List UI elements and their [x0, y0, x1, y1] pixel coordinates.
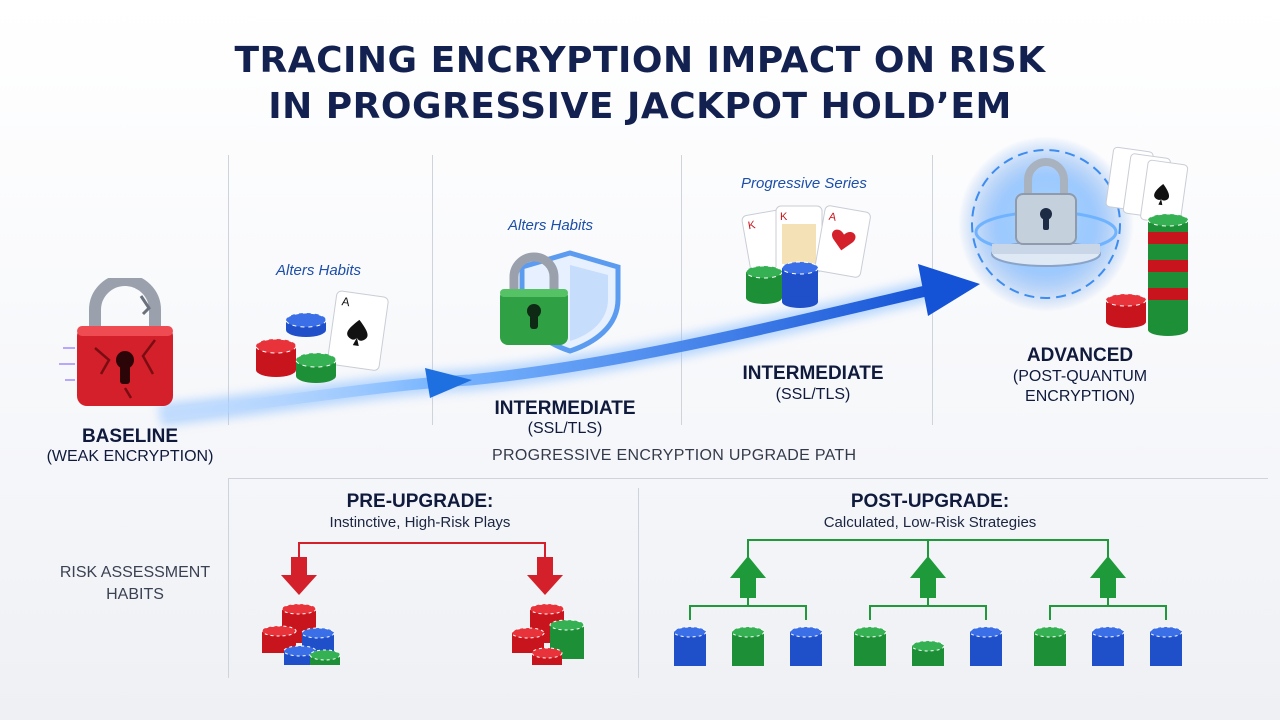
svg-text:K: K	[780, 211, 788, 223]
intermediate-2-subtitle: (SSL/TLS)	[775, 386, 851, 403]
chips-and-ace-icon: A	[255, 290, 389, 383]
advanced-subtitle-2: ENCRYPTION)	[1025, 388, 1135, 405]
pre-upgrade-diagram	[261, 542, 585, 665]
chip-stack-blue	[285, 312, 327, 337]
risk-assessment-line-2: HABITS	[106, 586, 164, 603]
down-arrow-icon-left	[281, 557, 317, 595]
risk-assessment-line-1: RISK ASSESSMENT	[59, 564, 211, 581]
divider-3	[681, 155, 682, 425]
alters-habits-label-2: Alters Habits	[508, 217, 594, 234]
intermediate-2-title: INTERMEDIATE	[742, 363, 884, 384]
pre-upgrade-title: PRE-UPGRADE:	[346, 491, 494, 512]
svg-text:A: A	[341, 294, 351, 309]
intermediate-1-subtitle: (SSL/TLS)	[527, 420, 603, 437]
divider-bottom-left	[228, 478, 229, 678]
post-upgrade-title: POST-UPGRADE:	[850, 491, 1010, 512]
divider-2	[432, 155, 433, 425]
divider-1	[228, 155, 229, 425]
cards-and-chips-icon: K K A	[741, 205, 871, 308]
progressive-series-label: Progressive Series	[741, 175, 867, 192]
alters-habits-label-1: Alters Habits	[276, 262, 362, 279]
post-upgrade-diagram	[673, 539, 1183, 666]
baseline-title: BASELINE	[81, 426, 179, 447]
intermediate-1-title: INTERMEDIATE	[494, 398, 636, 419]
svg-text:K: K	[747, 219, 757, 232]
title-line-1: TRACING ENCRYPTION IMPACT ON RISK	[234, 40, 1046, 81]
up-arrow-icon-1	[730, 556, 766, 598]
down-arrow-icon-right	[527, 557, 563, 595]
page-title: TRACING ENCRYPTION IMPACT ON RISK IN PRO…	[0, 38, 1280, 130]
baseline-subtitle: (WEAK ENCRYPTION)	[46, 448, 214, 465]
section-divider	[228, 478, 1268, 479]
balanced-chip-stacks	[673, 626, 1183, 666]
broken-lock-icon	[59, 278, 173, 406]
post-upgrade-subtitle: Calculated, Low-Risk Strategies	[823, 514, 1037, 531]
svg-text:A: A	[828, 211, 838, 224]
chip-stack-red	[255, 338, 297, 377]
quantum-lock-icon	[958, 136, 1189, 336]
red-chip-pile-left	[261, 603, 341, 665]
pre-upgrade-subtitle: Instinctive, High-Risk Plays	[329, 514, 511, 531]
chip-stack-green	[295, 352, 337, 383]
divider-bottom-mid	[638, 488, 639, 678]
title-line-2: IN PROGRESSIVE JACKPOT HOLD’EM	[268, 86, 1012, 127]
red-chip-pile-right	[511, 603, 585, 665]
up-arrow-icon-3	[1090, 556, 1126, 598]
upgrade-path-label: PROGRESSIVE ENCRYPTION UPGRADE PATH	[492, 447, 857, 464]
advanced-subtitle-1: (POST-QUANTUM	[1012, 368, 1148, 385]
upgrade-path-arrow	[158, 264, 980, 426]
advanced-title: ADVANCED	[1026, 345, 1134, 366]
lock-shield-icon	[500, 250, 621, 354]
risk-assessment-label: RISK ASSESSMENT HABITS	[40, 562, 230, 606]
up-arrow-icon-2	[910, 556, 946, 598]
